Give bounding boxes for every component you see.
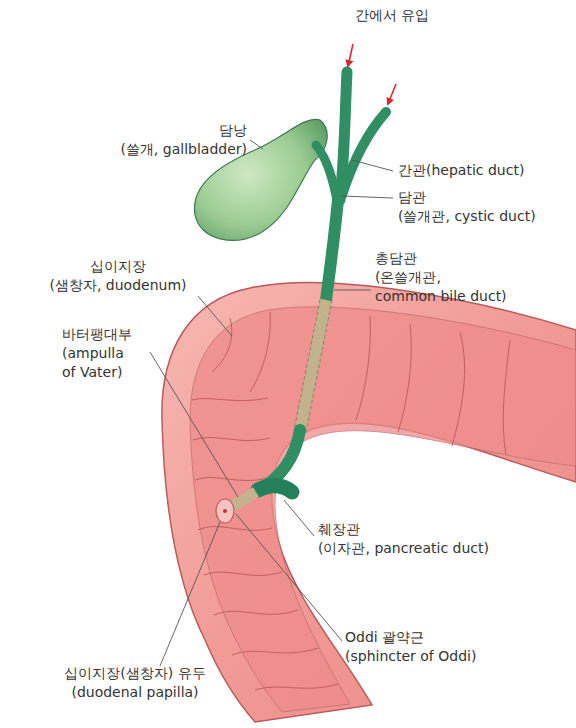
- leader-lines: [150, 140, 393, 666]
- part-label: 바터팽대부 (ampulla of Vater): [62, 325, 132, 382]
- inflow-arrow: [348, 44, 353, 66]
- gallbladder-shape: [194, 119, 327, 240]
- part-label: 담관 (쓸개관, cystic duct): [398, 188, 536, 226]
- inflow-arrow: [388, 84, 396, 104]
- duodenum-lumen: [190, 307, 576, 712]
- part-label: 십이지장(샘창자) 유두 (duodenal papilla): [20, 664, 250, 702]
- papilla-opening: [223, 509, 227, 513]
- duodenum-wall: [162, 283, 576, 722]
- part-label: 십이지장 (샘창자, duodenum): [18, 257, 218, 295]
- mucosal-folds: [192, 312, 510, 690]
- part-label: 간에서 유입: [355, 6, 429, 25]
- bile-ducts: [230, 72, 386, 508]
- part-label: 간관(hepatic duct): [398, 161, 524, 180]
- duodenal-papilla: [216, 499, 234, 523]
- part-label: 췌장관 (이자관, pancreatic duct): [318, 520, 489, 558]
- part-label: 담낭 (쓸개, gallbladder): [120, 121, 247, 159]
- part-label: Oddi 괄약근 (sphincter of Oddi): [345, 628, 476, 666]
- part-label: 총담관 (온쓸개관, common bile duct): [375, 249, 507, 306]
